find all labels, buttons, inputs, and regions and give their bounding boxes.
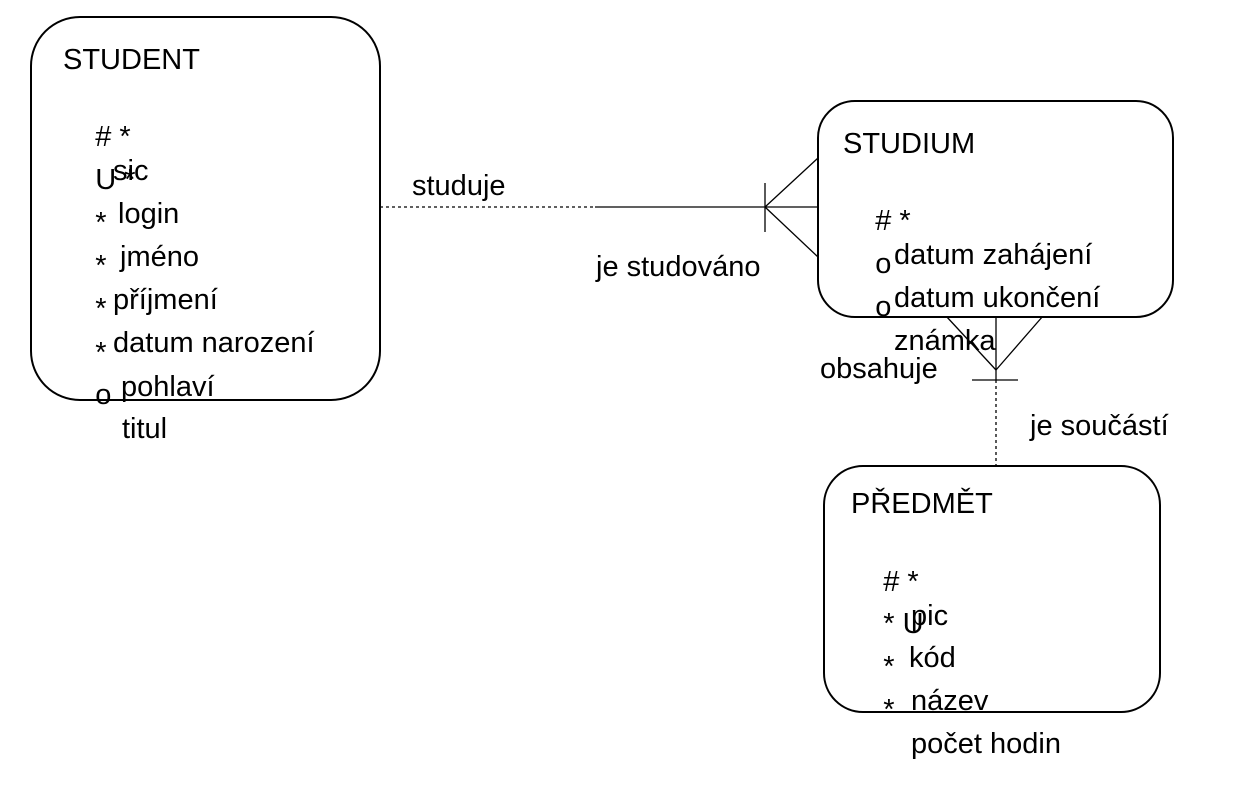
relationship-label-je-studovano: je studováno [596,251,761,283]
attr-marker: * [883,694,895,726]
attr-marker: o [95,379,112,411]
student-attr-login: U * login [63,129,179,265]
attr-marker: * [95,250,107,282]
attr-marker: * [883,651,895,683]
attr-name: příjmení [113,284,218,316]
entity-student: STUDENT # * sic U * login * jméno * příj… [30,16,381,445]
studium-attr-znamka: o známka [843,256,995,392]
attr-marker: o [875,248,892,280]
attr-name: titul [122,413,168,445]
attr-marker: U * [95,164,136,196]
attr-marker: * [95,207,107,239]
attr-name: název [911,685,989,717]
predmet-attr-kod: * U kód [851,573,956,709]
attr-name: kód [909,642,956,674]
entity-student-title: STUDENT [63,44,200,76]
predmet-attr-nazev: * název [851,616,988,752]
attr-name: login [118,198,180,230]
attr-name: datum zahájení [894,239,1093,271]
entity-predmet: PŘEDMĚT # * pic * U kód * název * počet … [823,465,1161,760]
attr-name: známka [894,325,996,357]
predmet-attr-pic: # * pic [851,531,948,667]
student-attr-sic: # * sic [63,86,148,222]
studium-predmet-crowfoot-right [995,315,1044,371]
entity-predmet-title: PŘEDMĚT [851,488,993,520]
student-attr-pohlavi: * pohlaví [63,302,214,438]
attr-name: pohlaví [121,371,215,403]
attr-marker: # * [883,566,919,598]
relationship-label-obsahuje: obsahuje [820,353,938,385]
relationship-label-je-soucasti: je součástí [1030,410,1169,442]
student-attr-prijmeni: * příjmení [63,215,218,351]
attr-name: datum ukončení [894,282,1101,314]
attr-name: datum narození [113,327,315,359]
attr-marker: * U [883,608,924,640]
entity-studium-title: STUDIUM [843,128,976,160]
attr-marker: o [875,291,892,323]
student-attr-titul: o titul [63,344,167,480]
predmet-attr-pocet-hodin: * počet hodin [851,659,1061,795]
attr-name: sic [113,155,149,187]
attr-name: pic [911,600,949,632]
attr-marker: # * [875,205,911,237]
attr-name: počet hodin [911,728,1061,760]
studium-predmet-crowfoot-left [945,315,997,371]
student-studium-crowfoot-upper [764,157,819,208]
attr-marker: * [95,293,107,325]
relationship-lines [380,157,1044,466]
student-attr-datum-narozeni: * datum narození [63,258,314,394]
attr-marker: # * [95,121,131,153]
studium-attr-datum-zahajeni: # * datum zahájení [843,170,1092,306]
studium-attr-datum-ukonceni: o datum ukončení [843,213,1100,349]
attr-name: jméno [120,241,199,273]
entity-studium: STUDIUM # * datum zahájení o datum ukonč… [817,100,1174,357]
relationship-label-studuje: studuje [412,170,506,202]
attr-marker: * [95,337,107,369]
student-studium-crowfoot-lower [764,206,819,258]
student-attr-jmeno: * jméno [63,172,199,308]
